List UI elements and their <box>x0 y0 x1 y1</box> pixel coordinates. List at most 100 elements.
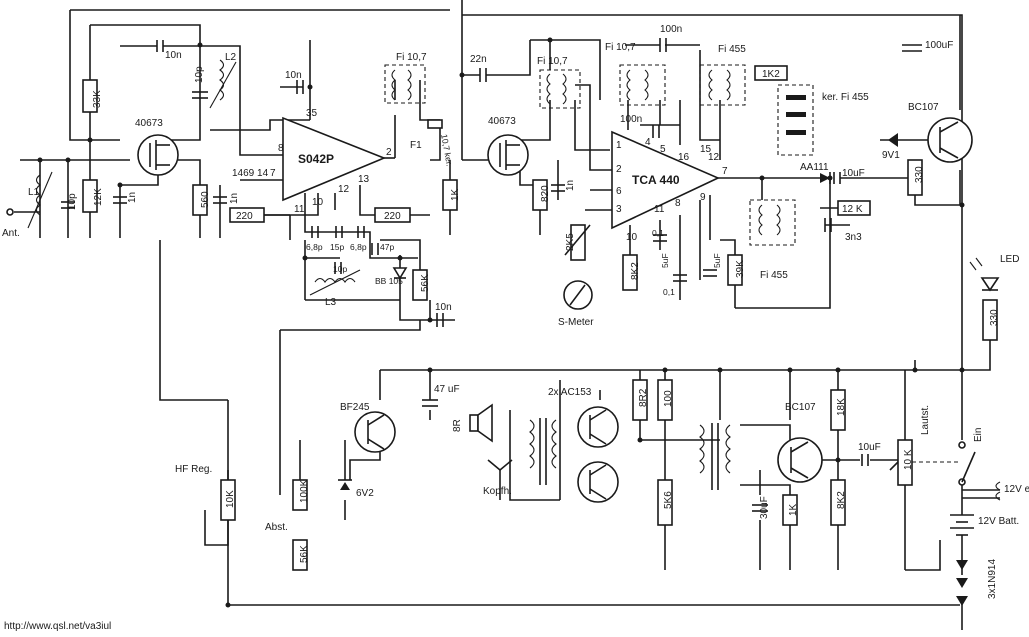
zener-9v1: 9V1 <box>882 133 900 161</box>
ext-power-jack: 12V ext. <box>962 481 1029 501</box>
resistor-560 <box>192 184 208 216</box>
label-c10n-c: 10n <box>435 302 452 313</box>
resistor-820 <box>532 179 548 211</box>
resistor-1k-b <box>782 494 798 526</box>
label-c5uf-a: 5uF <box>660 253 670 268</box>
label-fi107-2: Fi 10,7 <box>537 56 568 67</box>
label-100: 100 <box>663 390 674 407</box>
label-fi107-3: Fi 10,7 <box>605 42 636 53</box>
resistor-1k2 <box>754 65 788 81</box>
label-fi107-1: Fi 10,7 <box>396 52 427 63</box>
label-9v1: 9V1 <box>882 150 900 161</box>
transistor-bf245: BF245 <box>340 402 396 453</box>
source-url: http://www.qsl.net/va3iul <box>4 621 111 632</box>
resistor-5k6 <box>657 479 673 526</box>
diode-chain: 3x1N914 <box>956 559 998 606</box>
label-f1: F1 <box>410 140 422 151</box>
label-12v-batt: 12V Batt. <box>978 516 1019 527</box>
coil-l3: L3 <box>309 269 361 308</box>
resistor-8r2 <box>632 379 648 421</box>
label-bc107-driver: BC107 <box>785 402 816 413</box>
battery: 12V Batt. <box>950 514 1019 536</box>
filter-ceramic-455: ker. Fi 455 <box>777 84 869 156</box>
label-220b: 220 <box>384 211 401 222</box>
coil-l1: L1 <box>27 171 53 229</box>
free-labels: Ant. HF Reg. Abst. Lautst. http://www.qs… <box>2 208 931 632</box>
transistor-ac153-top <box>577 406 619 448</box>
label-bf245: BF245 <box>340 402 370 413</box>
resistor-220a <box>229 207 265 223</box>
filter-fi107-3: Fi 10,7 <box>605 42 666 106</box>
resistor-8k2-b <box>830 479 846 526</box>
resistor-56k <box>412 269 428 301</box>
label-c22n: 22n <box>470 54 487 65</box>
label-10k-vol: 10 K <box>903 449 914 470</box>
pin-tca-16: 16 <box>678 152 690 163</box>
resistor-39k <box>727 254 743 286</box>
label-bc107-bfo: BC107 <box>908 102 939 113</box>
resistor-100 <box>657 379 673 421</box>
headphone-jack: Kopfh. <box>483 459 513 497</box>
pin-tca-8: 8 <box>675 198 681 209</box>
diode-zener-6v2: 6V2 <box>338 479 374 499</box>
pin-s042-13: 13 <box>358 174 370 185</box>
label-33k: 33K <box>92 90 103 108</box>
pin-tca-3: 3 <box>616 204 622 215</box>
transformer-output <box>529 418 557 485</box>
label-56k: 56K <box>420 274 431 292</box>
label-100k: 100K <box>299 479 310 503</box>
pin-tca-10: 10 <box>626 232 638 243</box>
label-c30uf: 30uF <box>759 496 770 519</box>
transistor-ac153-bottom <box>577 461 619 503</box>
label-5k6: 5K6 <box>663 491 674 509</box>
label-18k: 18K <box>836 398 847 416</box>
speaker: 8R <box>452 403 493 443</box>
label-40673-if: 40673 <box>488 116 516 127</box>
transformer-driver <box>699 423 731 490</box>
pin-s042-7: 7 <box>270 168 276 179</box>
label-c01b: 0,1 <box>663 287 675 297</box>
label-ceramic-107: 10,7 ker. <box>439 133 455 167</box>
filter-fi455-2: Fi 455 <box>749 199 796 281</box>
label-led: LED <box>1000 254 1019 265</box>
pin-tca-4: 4 <box>645 137 651 148</box>
pin-tca-1: 1 <box>616 140 622 151</box>
label-l1: L1 <box>28 187 40 198</box>
resistors: 33K 12K 560 220 220 1K 820 56K 8K2 39K 1… <box>82 65 1000 571</box>
s-meter: S-Meter <box>558 280 594 328</box>
transistor-bc107-driver: BC107 <box>777 402 823 483</box>
capacitors: 10n 10p 10n 10p 1n 1n 22n 1n 100n 100n 1… <box>61 24 953 519</box>
label-1k: 1K <box>450 188 461 201</box>
label-330: 330 <box>914 166 925 183</box>
label-c10p-l3: 10p <box>333 264 347 274</box>
label-56k-b: 56K <box>299 545 310 563</box>
pin-tca-9: 9 <box>700 192 706 203</box>
label-560: 560 <box>200 191 211 208</box>
label-c1n-c: 1n <box>565 180 576 191</box>
label-39k: 39K <box>735 260 746 278</box>
label-820: 820 <box>540 185 551 202</box>
transistor-40673-rf: 40673 <box>135 118 179 176</box>
diode-bb105: BB 105 <box>375 267 408 286</box>
power-switch: Ein <box>912 428 984 486</box>
resistor-8k2 <box>622 254 638 291</box>
label-3x1n914: 3x1N914 <box>987 559 998 599</box>
diode-led: LED <box>969 254 1019 292</box>
resistor-1k <box>442 179 458 211</box>
label-fi455-2: Fi 455 <box>760 270 788 281</box>
label-c15p: 15p <box>330 242 344 252</box>
coil-l2: L2 <box>209 52 237 109</box>
junctions <box>37 37 965 608</box>
label-8k2: 8K2 <box>630 262 641 280</box>
label-c1n-a: 1n <box>127 192 138 203</box>
label-c10uf-a: 10uF <box>842 168 865 179</box>
resistor-330-led <box>982 299 998 341</box>
pin-tca-12: 12 <box>708 152 720 163</box>
label-8r: 8R <box>452 419 463 432</box>
label-c5uf-b: 5uF <box>712 253 722 268</box>
label-s-meter: S-Meter <box>558 317 594 328</box>
pin-s042-8: 8 <box>278 143 284 154</box>
label-fi455-1: Fi 455 <box>718 44 746 55</box>
label-c47uf: 47 uF <box>434 384 460 395</box>
